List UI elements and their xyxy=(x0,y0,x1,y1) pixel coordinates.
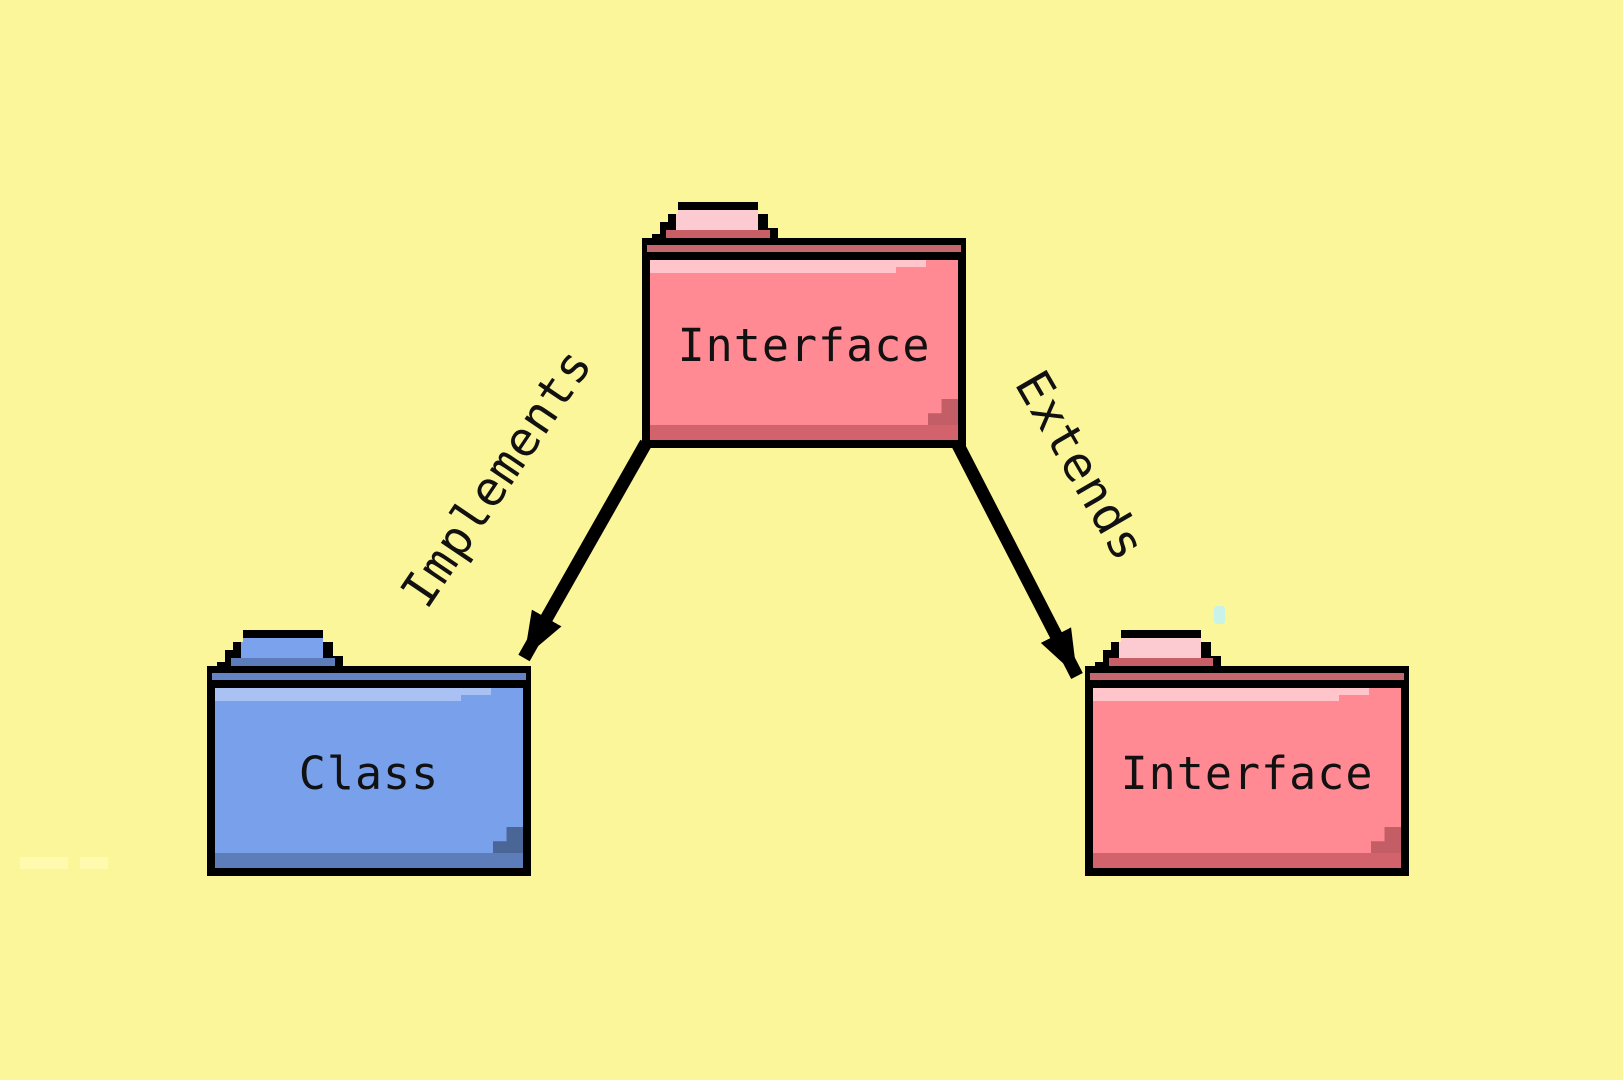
folder-fill: Class xyxy=(215,688,523,868)
folder-shadow xyxy=(1093,853,1401,868)
folder-tab-fill xyxy=(676,210,758,230)
folder-highlight xyxy=(650,260,927,273)
node-class: Class xyxy=(207,630,531,876)
folder-tab-fill xyxy=(1119,638,1201,658)
folder-fill: Interface xyxy=(650,260,958,440)
node-interface-right: Interface xyxy=(1085,630,1409,876)
folder-body: Interface xyxy=(1085,680,1409,876)
node-label-class: Class xyxy=(298,747,440,800)
folder-back-fill xyxy=(1090,673,1404,682)
folder-body: Interface xyxy=(642,252,966,448)
folder-highlight xyxy=(1093,688,1370,701)
folder-corner-shadow xyxy=(1371,827,1401,853)
implements-arrow xyxy=(518,439,652,662)
extends-arrow xyxy=(950,438,1083,679)
node-interface-top: Interface xyxy=(642,202,966,448)
folder-tab-ridge xyxy=(1109,658,1213,668)
folder-body: Class xyxy=(207,680,531,876)
faint-strip-artifact xyxy=(20,857,68,869)
folder-back-fill xyxy=(212,673,526,682)
folder-tab-ridge xyxy=(666,230,770,240)
node-label-interface-top: Interface xyxy=(677,319,931,372)
stray-pixel-artifact xyxy=(1214,606,1225,624)
folder-corner-shadow xyxy=(493,827,523,853)
faint-strip-artifact xyxy=(80,857,108,869)
folder-corner-shadow xyxy=(928,399,958,425)
node-label-interface-right: Interface xyxy=(1120,747,1374,800)
folder-tab-ridge xyxy=(231,658,335,668)
folder-back-fill xyxy=(647,245,961,254)
folder-shadow xyxy=(650,425,958,440)
folder-fill: Interface xyxy=(1093,688,1401,868)
folder-tab-fill xyxy=(241,638,323,658)
folder-shadow xyxy=(215,853,523,868)
folder-highlight xyxy=(215,688,492,701)
